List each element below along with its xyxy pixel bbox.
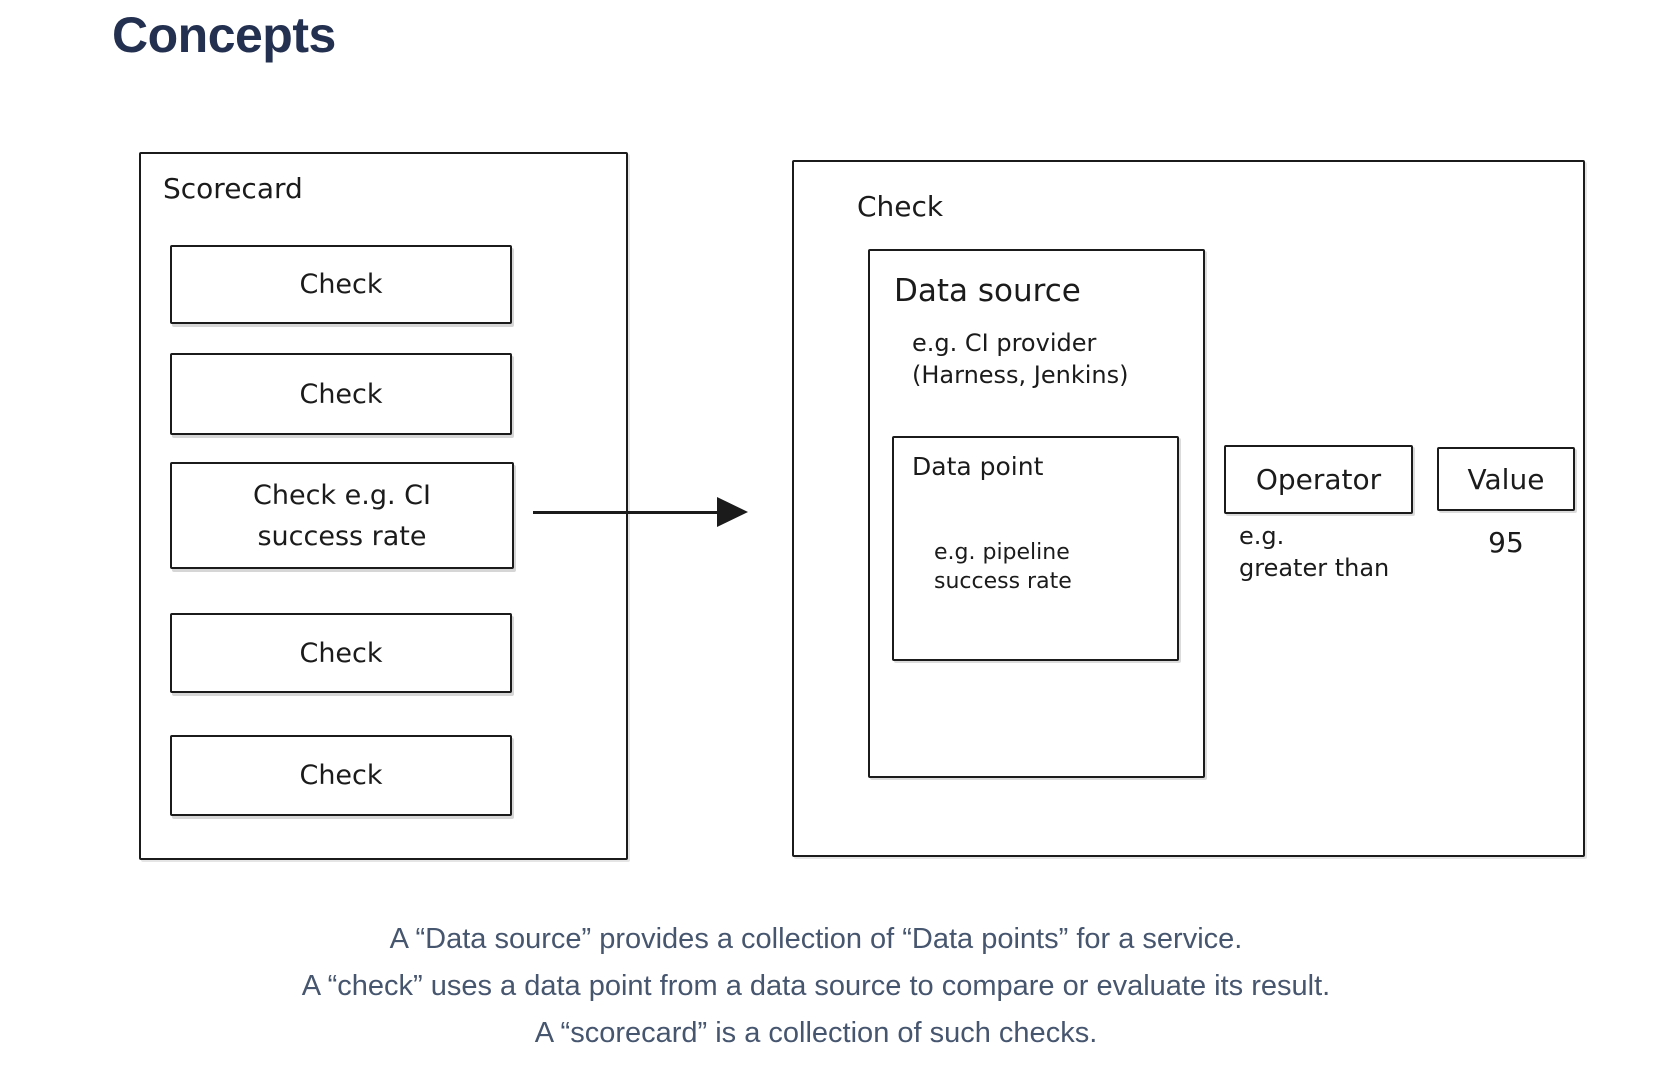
caption-line-scorecard: A “scorecard” is a collection of such ch…: [534, 1017, 1098, 1049]
check-item: Check: [170, 245, 512, 324]
data-point-label: Data point: [912, 452, 1044, 481]
right-arrow-icon: [717, 497, 748, 527]
operator-example: e.g. greater than: [1239, 522, 1390, 582]
scorecard-box: Scorecard Check Check Check e.g. CI succ…: [139, 152, 628, 860]
operator-box: Operator: [1224, 445, 1413, 514]
check-item: Check: [170, 735, 512, 816]
data-point-example: e.g. pipeline success rate: [934, 540, 1072, 594]
page-title: Concepts: [112, 7, 336, 63]
check-detail-box: Check Data source e.g. CI provider (Harn…: [792, 160, 1585, 857]
value-example: 95: [1488, 526, 1524, 559]
check-item: Check: [170, 353, 512, 435]
data-source-example: e.g. CI provider (Harness, Jenkins): [912, 329, 1129, 389]
check-detail-label: Check: [857, 190, 944, 223]
check-item-ci-success-rate: Check e.g. CI success rate: [170, 462, 514, 569]
flow-arrow: [533, 497, 748, 527]
scorecard-label: Scorecard: [163, 172, 303, 205]
caption: A “Data source” provides a collection of…: [0, 916, 1632, 1057]
data-source-box: Data source e.g. CI provider (Harness, J…: [868, 249, 1205, 778]
caption-line-check: A “check” uses a data point from a data …: [301, 970, 1331, 1002]
value-box: Value: [1437, 447, 1575, 511]
arrow-shaft: [533, 511, 719, 514]
data-point-box: Data point e.g. pipeline success rate: [892, 436, 1179, 661]
caption-line-data-source: A “Data source” provides a collection of…: [389, 923, 1243, 955]
operator-label: Operator: [1255, 463, 1382, 496]
data-source-label: Data source: [894, 273, 1081, 309]
check-item: Check: [170, 613, 512, 693]
value-label: Value: [1467, 462, 1545, 496]
